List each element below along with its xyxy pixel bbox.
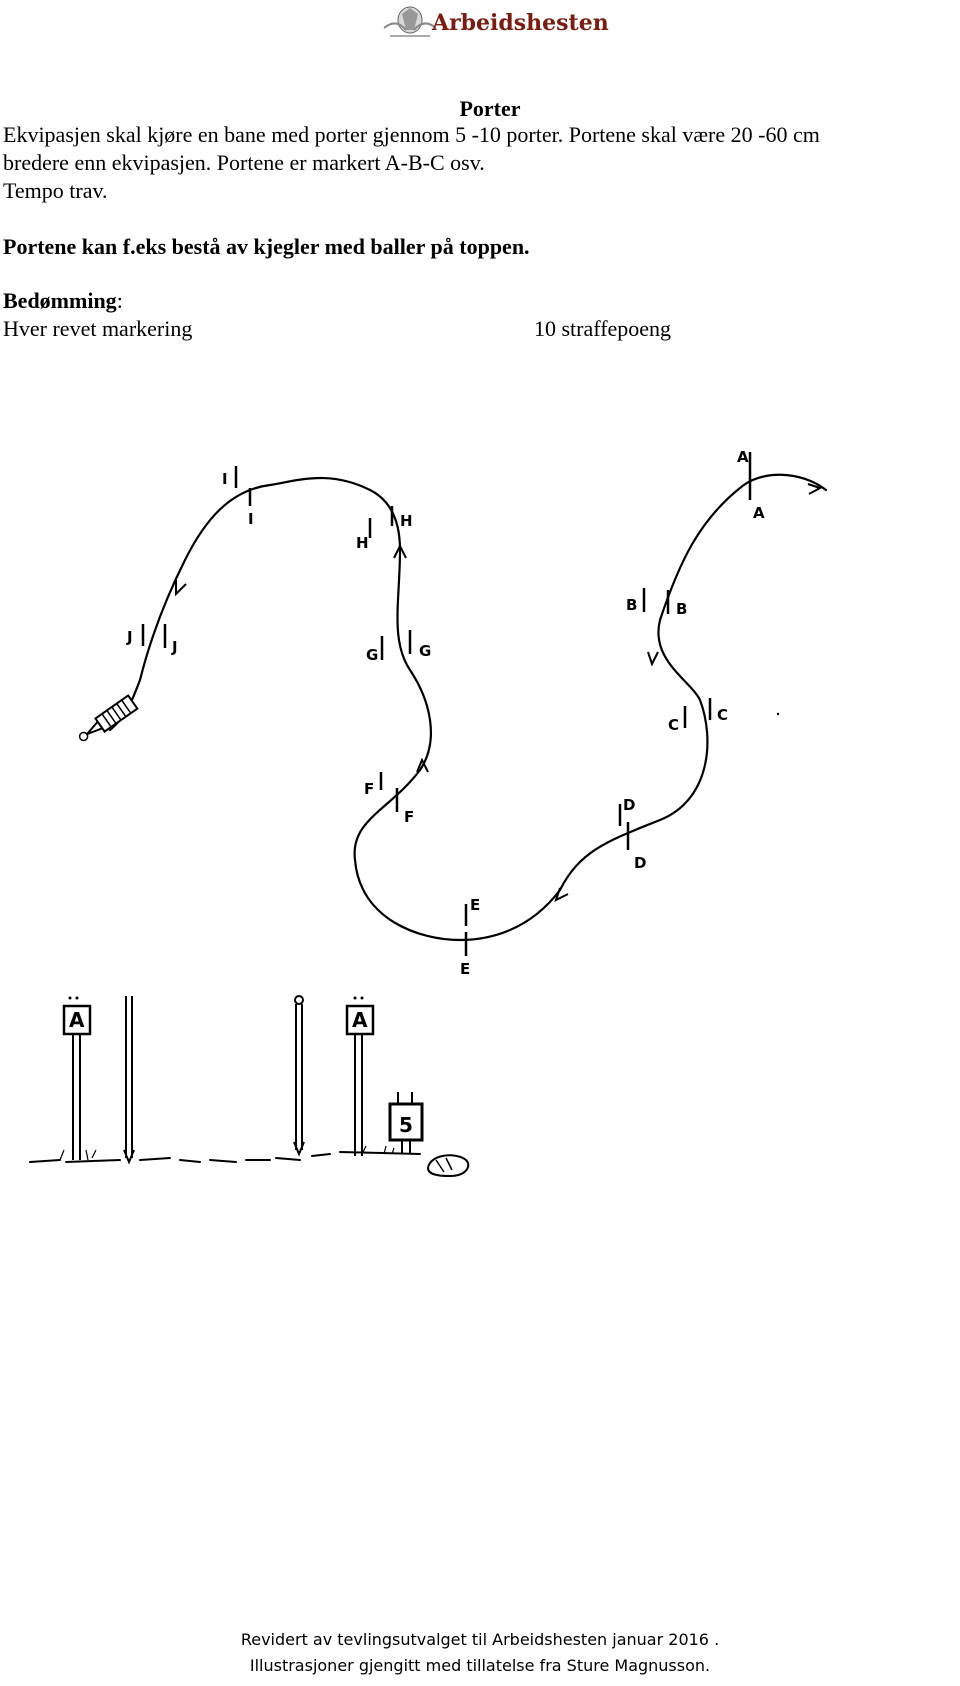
gate-label-i-left: I bbox=[222, 470, 228, 488]
gate-sign-left: A bbox=[62, 996, 92, 1160]
gate-label-d: D bbox=[634, 854, 646, 872]
gate-pole-left bbox=[123, 996, 135, 1165]
gate-label-a-top: A bbox=[737, 448, 749, 466]
direction-arrow-3 bbox=[554, 887, 569, 902]
gate-label-h-left: H bbox=[356, 534, 369, 552]
rule-text: Hver revet markering bbox=[3, 316, 193, 341]
gate-label-f: F bbox=[404, 808, 414, 826]
direction-arrow-2 bbox=[647, 651, 659, 667]
direction-arrow-4 bbox=[416, 757, 429, 773]
gate-e: E E bbox=[460, 896, 480, 978]
gate-h: H H bbox=[356, 506, 413, 552]
gate-label-h: H bbox=[400, 512, 413, 530]
gate-g: G G bbox=[366, 630, 431, 664]
horse-cart-icon bbox=[78, 694, 139, 742]
judging-label: Bedømming bbox=[3, 288, 117, 313]
direction-arrow-1 bbox=[807, 483, 823, 495]
gate-i: I I bbox=[222, 466, 254, 528]
gate-label-e: E bbox=[460, 960, 470, 978]
gate-sign-right-letter: A bbox=[352, 1008, 368, 1032]
gate-label-j: J bbox=[171, 638, 178, 656]
footer-line-1: Revidert av tevlingsutvalget til Arbeids… bbox=[240, 1630, 720, 1649]
number-sign-value: 5 bbox=[399, 1113, 413, 1137]
direction-arrow-6 bbox=[175, 580, 187, 597]
gate-label-j-left: J bbox=[126, 628, 133, 646]
horse-emblem-icon bbox=[383, 6, 436, 37]
gate-label-b-left: B bbox=[626, 596, 637, 614]
number-sign: 5 bbox=[388, 1092, 424, 1154]
judging-heading: Bedømming: bbox=[3, 288, 123, 314]
gate-label-f-left: F bbox=[364, 780, 374, 798]
course-path bbox=[108, 473, 828, 942]
rule-value: 10 straffepoeng bbox=[534, 316, 672, 341]
gate-a: A A bbox=[737, 448, 765, 522]
gate-c: C C bbox=[668, 698, 728, 734]
page-title: Porter bbox=[459, 96, 521, 121]
gate-label-g: G bbox=[419, 642, 431, 660]
gate-label-e-top: E bbox=[470, 896, 480, 914]
gate-b: B B bbox=[626, 588, 687, 618]
gate-pole-right bbox=[293, 995, 305, 1157]
gate-label-c-left: C bbox=[668, 716, 679, 734]
gate-label-i: I bbox=[248, 510, 254, 528]
footer-line-2: Illustrasjoner gjengitt med tillatelse f… bbox=[249, 1656, 711, 1675]
direction-arrow-5 bbox=[393, 543, 407, 559]
body-line-2: bredere enn ekvipasjen. Portene er marke… bbox=[3, 150, 485, 175]
gate-label-d-top: D bbox=[623, 796, 635, 814]
gate-d: D D bbox=[618, 796, 646, 872]
gate-label-a: A bbox=[753, 504, 765, 522]
logo: Arbeidshesten bbox=[380, 0, 609, 44]
gate-j: J J bbox=[126, 624, 178, 656]
bold-note: Portene kan f.eks bestå av kjegler med b… bbox=[3, 234, 530, 259]
gate-label-c: C bbox=[717, 706, 728, 724]
logo-text: Arbeidshesten bbox=[432, 10, 609, 36]
rock-icon bbox=[426, 1154, 470, 1178]
judging-colon: : bbox=[116, 288, 123, 313]
body-line-1: Ekvipasjen skal kjøre en bane med porter… bbox=[3, 122, 820, 147]
course-illustration: A A B B C C D D E E F F G G H bbox=[29, 448, 828, 1178]
gate-label-b: B bbox=[676, 600, 687, 618]
ground-line bbox=[29, 1151, 421, 1163]
gate-label-g-left: G bbox=[366, 646, 378, 664]
gate-sign-left-letter: A bbox=[69, 1008, 85, 1032]
gate-sign-right: A bbox=[345, 996, 375, 1156]
body-line-3: Tempo trav. bbox=[3, 178, 108, 203]
gate-f: F F bbox=[364, 772, 414, 826]
